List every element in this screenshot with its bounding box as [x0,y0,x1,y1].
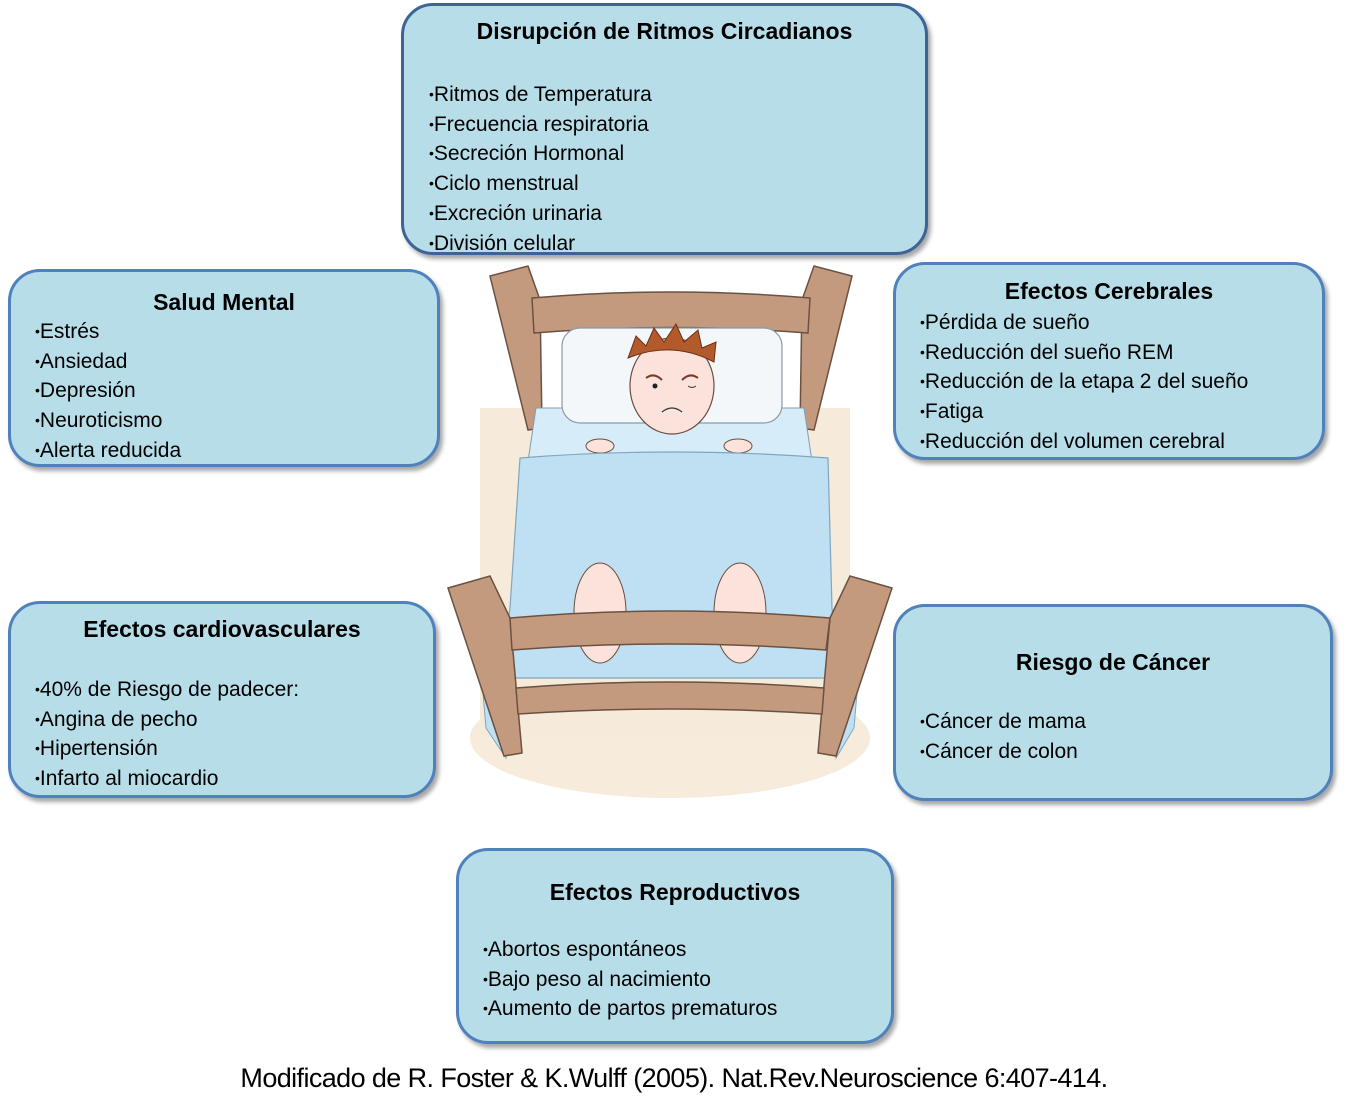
box-mental-health: Salud Mental Estrés Ansiedad Depresión N… [8,269,440,467]
list-item: Depresión [35,376,181,406]
list-item: Abortos espontáneos [483,935,777,965]
list-item: Reducción del sueño REM [920,338,1248,368]
box-title: Efectos cardiovasculares [83,616,361,642]
item-list: Estrés Ansiedad Depresión Neuroticismo A… [35,317,181,466]
list-item: Ansiedad [35,347,181,377]
list-item: Reducción de la etapa 2 del sueño [920,367,1248,397]
list-item: Reducción del volumen cerebral [920,427,1248,457]
list-item: Ritmos de Temperatura [429,80,652,110]
list-item: 40% de Riesgo de padecer: [35,675,299,705]
list-item: Pérdida de sueño [920,308,1248,338]
list-item: Secreción Hormonal [429,139,652,169]
list-item: Estrés [35,317,181,347]
box-title: Riesgo de Cáncer [1015,649,1211,675]
box-title: Efectos Reproductivos [549,879,801,905]
right-hand [723,438,753,454]
person-head [627,322,717,435]
box-title: Salud Mental [153,289,295,315]
list-item: Fatiga [920,397,1248,427]
headboard [489,265,853,431]
list-item: Frecuencia respiratoria [429,110,652,140]
box-brain-effects: Efectos Cerebrales Pérdida de sueño Redu… [893,262,1325,460]
list-item: Angina de pecho [35,705,299,735]
list-item: Bajo peso al nacimiento [483,965,777,995]
item-list: 40% de Riesgo de padecer: Angina de pech… [35,675,299,794]
citation: Modificado de R. Foster & K.Wulff (2005)… [240,1063,1108,1093]
item-list: Abortos espontáneos Bajo peso al nacimie… [483,935,778,1024]
item-list: Cáncer de mama Cáncer de colon [920,707,1086,766]
list-item: Alerta reducida [35,436,181,466]
box-cancer-risk: Riesgo de Cáncer Cáncer de mama Cáncer d… [893,604,1333,801]
list-item: División celular [429,229,652,259]
list-item: Cáncer de colon [920,737,1086,767]
list-item: Neuroticismo [35,406,181,436]
list-item: Hipertensión [35,734,299,764]
box-title: Efectos Cerebrales [1004,278,1214,304]
box-title: Disrupción de Ritmos Circadianos [476,18,853,44]
box-reproductive-effects: Efectos Reproductivos Abortos espontáneo… [456,848,894,1044]
sleepless-person-in-bed-illustration [447,265,893,798]
box-cardiovascular-effects: Efectos cardiovasculares 40% de Riesgo d… [8,601,436,798]
left-hand [585,438,615,454]
footboard [447,575,893,757]
item-list: Ritmos de Temperatura Frecuencia respira… [429,80,652,258]
list-item: Aumento de partos prematuros [483,994,778,1024]
list-item: Excreción urinaria [429,199,652,229]
list-item: Ciclo menstrual [429,169,652,199]
list-item: Infarto al miocardio [35,764,299,794]
box-circadian-disruption: Disrupción de Ritmos Circadianos Ritmos … [401,3,928,255]
item-list: Pérdida de sueño Reducción del sueño REM… [920,308,1248,457]
list-item: Cáncer de mama [920,707,1086,737]
